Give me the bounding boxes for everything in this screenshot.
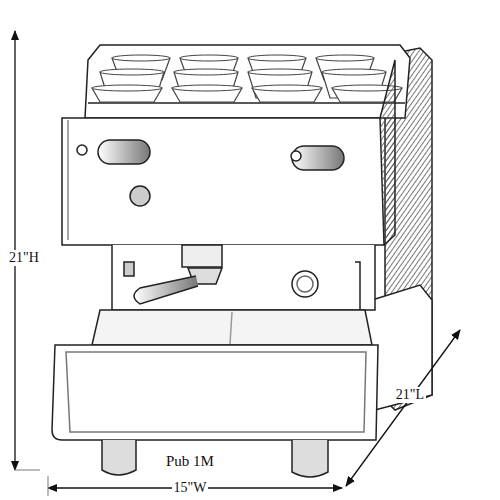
- group-body: [112, 245, 375, 310]
- drip-grate: [92, 310, 372, 345]
- panel-side: [380, 60, 395, 245]
- gauge-dial: [297, 276, 313, 292]
- cup-rim: [112, 55, 170, 61]
- front-panel: [62, 118, 384, 245]
- cup-rim: [248, 55, 306, 61]
- foot: [102, 440, 136, 475]
- base-front: [66, 352, 366, 432]
- cup-rim: [252, 85, 322, 91]
- width-dimension: 15"W: [172, 480, 209, 495]
- cup-tray: [85, 45, 410, 118]
- steam-icon: [291, 151, 301, 161]
- panel-edge: [67, 120, 69, 240]
- logo-badge: [130, 186, 150, 206]
- dimension-lines: [15, 31, 460, 496]
- cup-rim: [180, 55, 238, 61]
- cup-rim: [174, 69, 238, 75]
- cup-rim: [248, 69, 312, 75]
- portafilter-handle: [134, 276, 198, 304]
- switch: [124, 262, 134, 276]
- water-icon: [77, 145, 87, 155]
- cups: [92, 55, 402, 102]
- machine: [52, 45, 432, 477]
- side-tray: [372, 285, 432, 410]
- cup-rim: [100, 69, 164, 75]
- length-dimension: 21"L: [394, 387, 426, 402]
- cup-rim: [92, 85, 162, 91]
- water-knob: [98, 140, 150, 164]
- cup-rim: [172, 85, 242, 91]
- gauge: [292, 271, 318, 297]
- extension-line: [47, 476, 48, 496]
- cup-rim: [316, 55, 374, 61]
- length-arrow: [346, 330, 460, 486]
- grate-split: [230, 312, 232, 344]
- extension-line: [15, 469, 40, 470]
- model-name: Pub 1M: [164, 453, 216, 470]
- base: [52, 345, 378, 440]
- cup-rim: [322, 69, 386, 75]
- group-head: [182, 245, 222, 267]
- steam-knob: [292, 146, 344, 170]
- height-dimension: 21"H: [7, 250, 41, 265]
- foot: [292, 440, 328, 477]
